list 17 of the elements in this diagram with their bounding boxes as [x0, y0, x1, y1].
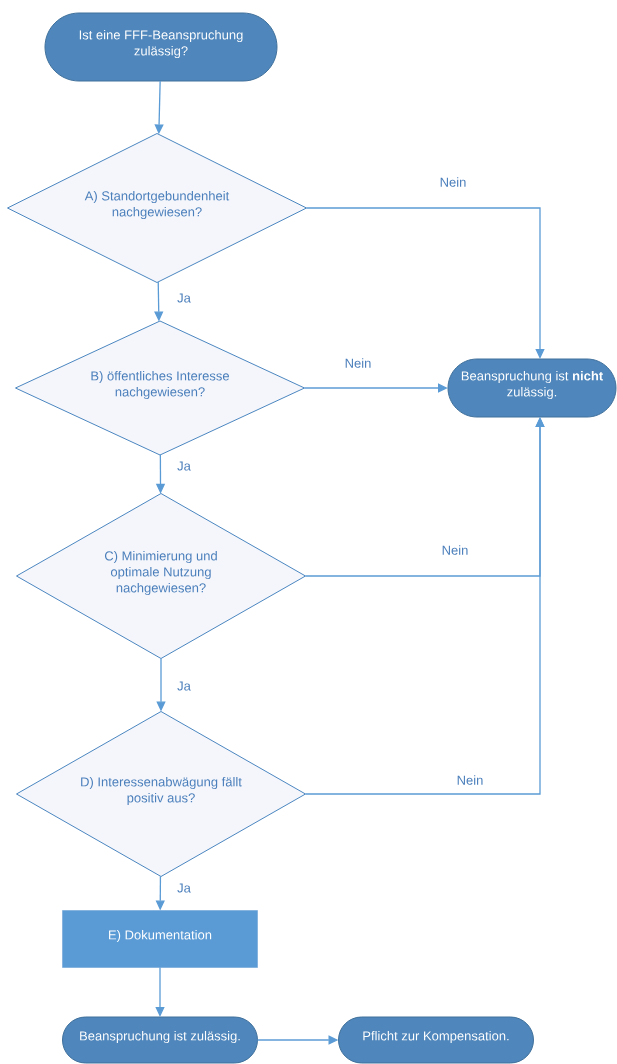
edge-label: Nein — [440, 544, 470, 556]
edge-label: Ja — [176, 460, 192, 472]
edge-label: Ja — [176, 882, 192, 894]
arrow — [303, 383, 448, 393]
edge-label: Nein — [455, 774, 485, 786]
arrow — [304, 417, 545, 795]
edge-label: Nein — [438, 176, 468, 188]
edge-label: Nein — [343, 357, 373, 369]
terminal-box: Ist eine FFF-Beanspruchung zulässig? — [44, 12, 278, 82]
process-box: E) Dokumentation — [62, 910, 258, 968]
arrow — [305, 207, 545, 359]
edge-label: Ja — [176, 680, 192, 692]
terminal-box: Beanspruchung ist nicht zulässig. — [447, 358, 617, 418]
edge-label: Ja — [176, 292, 192, 304]
terminal-box: Pflicht zur Kompensation. — [338, 1016, 534, 1064]
arrow — [155, 966, 165, 1017]
terminal-box: Beanspruchung ist zulässig. — [62, 1016, 258, 1064]
